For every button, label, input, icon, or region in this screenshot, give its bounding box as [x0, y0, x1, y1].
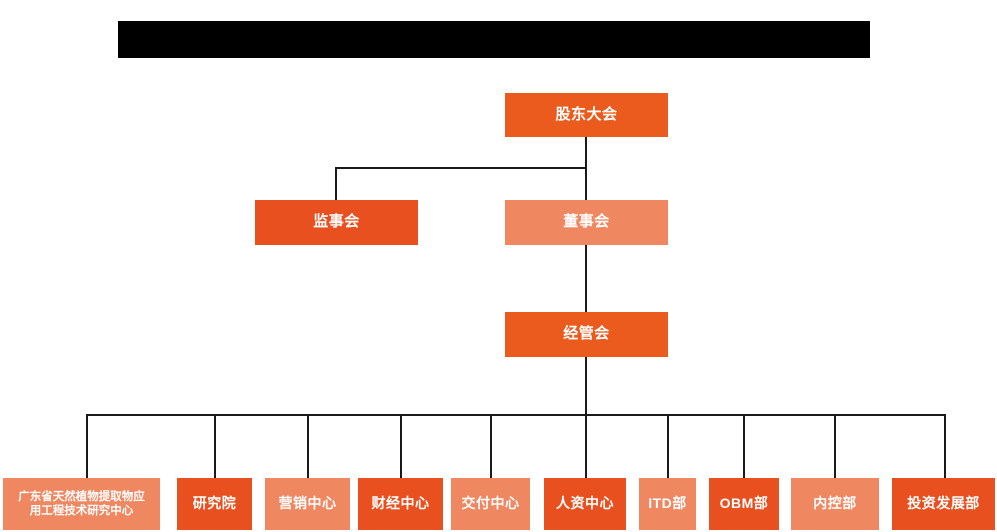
- connector-drop-delivery-center: [490, 414, 492, 478]
- connector-drop-finance-center: [400, 414, 402, 478]
- connector-shareholders-down: [585, 137, 587, 168]
- connector-department-bus: [86, 414, 946, 416]
- connector-to-directors: [585, 167, 587, 202]
- connector-drop-research-institute: [214, 414, 216, 478]
- node-obm-dept[interactable]: OBM部: [709, 478, 779, 530]
- redacted-title-bar: [118, 21, 870, 58]
- connector-to-supervisors: [335, 167, 337, 202]
- connector-drop-research-center: [86, 414, 88, 478]
- node-board-of-supervisors[interactable]: 监事会: [255, 200, 418, 245]
- node-research-institute[interactable]: 研究院: [177, 478, 252, 530]
- connector-drop-hr-center: [585, 414, 587, 478]
- connector-directors-to-management: [585, 245, 587, 312]
- connector-drop-itd-dept: [667, 414, 669, 478]
- node-delivery-center[interactable]: 交付中心: [451, 478, 530, 530]
- connector-drop-marketing-center: [307, 414, 309, 478]
- connector-drop-internal-control: [834, 414, 836, 478]
- node-management-committee[interactable]: 经管会: [505, 312, 668, 357]
- node-investment-development-dept[interactable]: 投资发展部: [892, 478, 995, 530]
- node-guangdong-research-center-line1: 广东省天然植物提取物应: [18, 490, 145, 503]
- node-guangdong-research-center-line2: 用工程技术研究中心: [29, 505, 134, 517]
- node-board-of-directors[interactable]: 董事会: [505, 200, 668, 245]
- connector-management-down: [585, 357, 587, 416]
- node-itd-dept[interactable]: ITD部: [639, 478, 696, 530]
- node-guangdong-research-center[interactable]: 广东省天然植物提取物应 用工程技术研究中心: [3, 478, 160, 530]
- node-internal-control-dept[interactable]: 内控部: [791, 478, 879, 530]
- connector-drop-investment-dev: [944, 414, 946, 478]
- node-hr-center[interactable]: 人资中心: [544, 478, 626, 530]
- node-shareholders-meeting[interactable]: 股东大会: [505, 93, 668, 137]
- node-finance-center[interactable]: 财经中心: [358, 478, 443, 530]
- node-marketing-center[interactable]: 营销中心: [265, 478, 350, 530]
- connector-level2-horizontal: [335, 167, 587, 169]
- connector-drop-obm-dept: [743, 414, 745, 478]
